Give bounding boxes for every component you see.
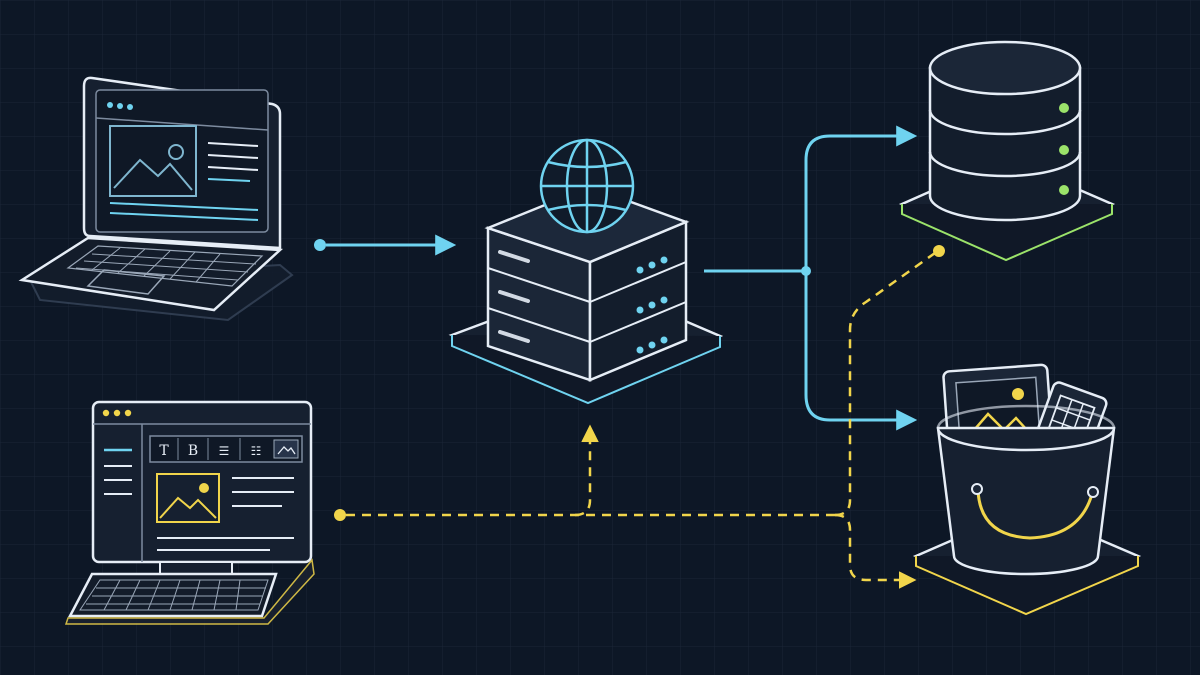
flow-server-to-database <box>704 125 918 273</box>
write-database-dot <box>933 245 945 257</box>
database-icon[interactable] <box>898 40 1116 262</box>
database-top <box>928 40 1082 96</box>
editor-keyboard <box>67 572 278 618</box>
write-start-dot <box>334 509 346 521</box>
laptop-editor-icon[interactable]: T B ☰ ☷ <box>64 400 315 625</box>
database-status-lights <box>1059 103 1069 195</box>
flow-start-dot <box>314 239 326 251</box>
toolbar-list-button[interactable]: ☰ <box>219 444 230 458</box>
toolbar-bold-button[interactable]: T <box>159 443 169 459</box>
database-body <box>928 66 1082 222</box>
web-server-icon[interactable] <box>448 138 724 405</box>
trackpad <box>86 269 166 295</box>
globe-icon <box>539 138 635 234</box>
toolbar-checklist-button[interactable]: ☷ <box>251 444 262 458</box>
write-path-to-database <box>834 251 936 517</box>
flow-server-to-storage <box>804 271 918 431</box>
flow-split-node <box>801 266 811 276</box>
write-path-to-storage <box>834 513 917 589</box>
storage-bucket-icon[interactable] <box>912 363 1142 616</box>
write-path-to-server <box>574 424 599 517</box>
editor-image-placeholder-icon <box>156 473 220 523</box>
laptop-icon[interactable] <box>18 76 294 322</box>
server-status-lights <box>636 256 668 354</box>
bucket-body <box>936 426 1116 576</box>
connections <box>314 125 945 589</box>
image-placeholder-icon <box>109 125 197 197</box>
bucket-handle <box>976 489 1094 540</box>
toolbar-italic-button[interactable]: B <box>188 443 198 459</box>
